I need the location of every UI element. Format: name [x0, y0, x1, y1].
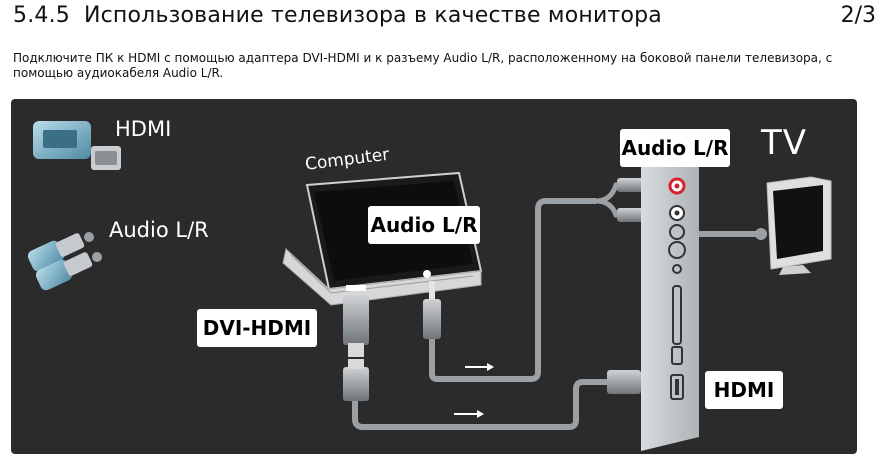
tv-set: [766, 176, 832, 275]
tv-side-panel: [641, 157, 699, 451]
page-indicator: 2/3: [840, 3, 876, 28]
dvi-hdmi-adapter: [343, 295, 369, 401]
audio-cable: [429, 182, 631, 382]
audio-lr-tag-tv: Audio L/R: [620, 129, 730, 167]
section-title: Использование телевизора в качестве мони…: [83, 3, 662, 28]
dvi-hdmi-tag: DVI-HDMI: [197, 309, 317, 347]
legend-audio-label: Audio L/R: [109, 218, 209, 242]
page-title: 5.4.5 Использование телевизора в качестве…: [13, 3, 662, 28]
audio-jack-plug: [423, 281, 441, 339]
legend-hdmi-label: HDMI: [115, 117, 172, 141]
hdmi-plug-icon: [33, 121, 121, 170]
tv-link-cable: [699, 228, 767, 240]
audio-rca-plug-icon: [27, 232, 102, 291]
connection-diagram: HDMI Audio L/R Computer TV Audio L/R Aud…: [11, 99, 857, 454]
hdmi-tag-tv: HDMI: [705, 371, 783, 409]
hdmi-cable: [352, 379, 607, 430]
description-text: Подключите ПК к HDMI с помощью адаптера …: [13, 51, 833, 80]
tv-label: TV: [761, 123, 808, 163]
audio-lr-tag-computer: Audio L/R: [368, 206, 480, 244]
section-number: 5.4.5: [13, 3, 70, 28]
